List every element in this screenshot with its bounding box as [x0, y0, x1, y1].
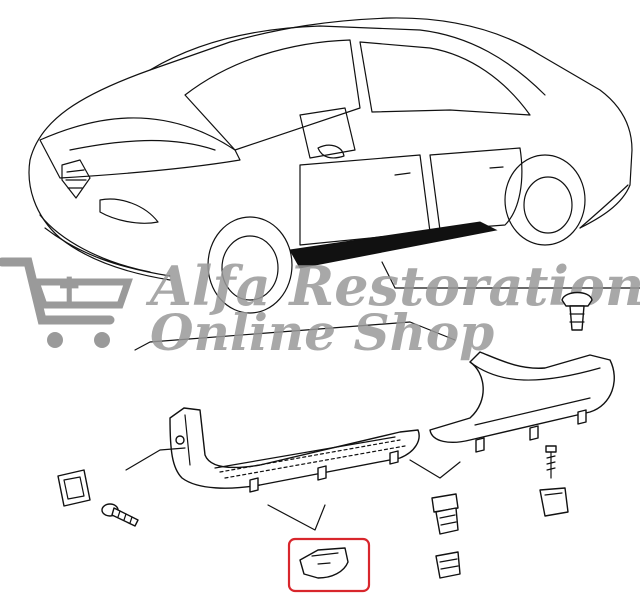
bracket-clip — [57, 469, 91, 507]
highlighted-clip[interactable] — [287, 537, 371, 593]
push-clip — [561, 291, 593, 331]
leader-lines — [134, 261, 640, 351]
watermark-line-2: Online Shop — [150, 303, 494, 362]
part-leaders — [125, 447, 461, 531]
retainer-clip — [431, 493, 459, 535]
highlight-box — [287, 537, 371, 593]
retainer-clip — [539, 487, 569, 517]
svg-text:✝: ✝ — [55, 271, 84, 311]
cart-logo: ✝ — [0, 257, 133, 348]
sill-trim-front — [169, 407, 420, 493]
screw — [545, 445, 557, 479]
car-illustration — [28, 17, 633, 314]
sill-trim-rear — [429, 351, 615, 453]
screw — [101, 503, 139, 527]
watermark-line-1: Alfa Restoration — [145, 254, 640, 318]
watermark: ✝ Alfa Restoration Online Shop — [0, 254, 640, 362]
retainer-clip — [435, 551, 461, 579]
